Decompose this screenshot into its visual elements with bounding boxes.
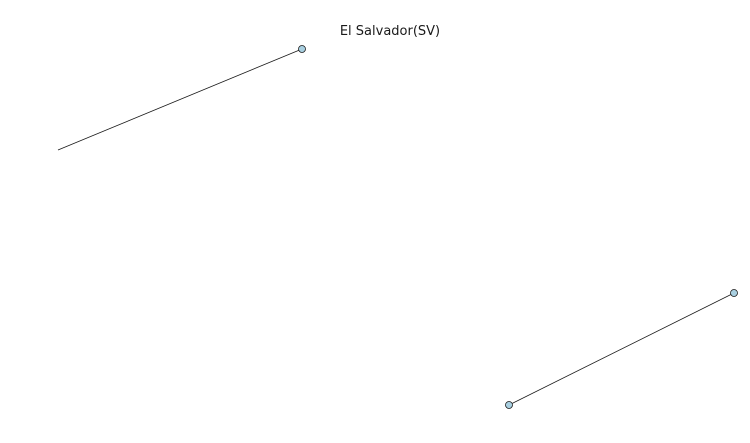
node-right: [730, 289, 738, 297]
node-bottom: [505, 401, 513, 409]
edge-upper-left: [57, 48, 303, 151]
figure-title: El Salvador(SV): [340, 24, 440, 39]
nodes: [298, 45, 738, 409]
edges: [57, 48, 735, 406]
node-upper: [298, 45, 306, 53]
edge-lower-right: [508, 292, 735, 406]
